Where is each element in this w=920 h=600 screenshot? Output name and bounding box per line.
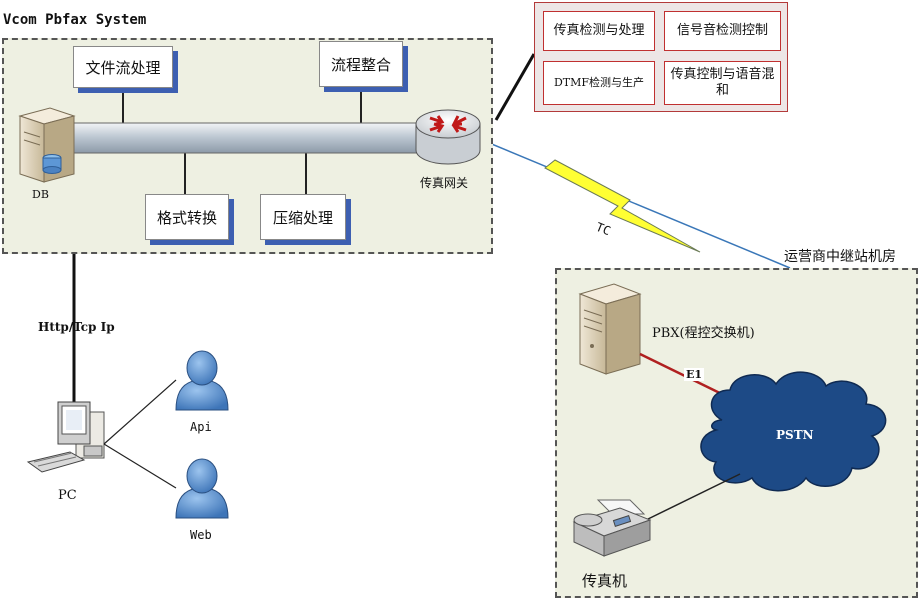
gateway-label: 传真网关 [420, 176, 469, 190]
pc-api-link [103, 379, 177, 445]
http-tcp-label: Http/Tcp Ip [38, 320, 115, 334]
function-fax-detect: 传真检测与处理 [543, 11, 655, 51]
function-dtmf: DTMF检测与生产 [543, 61, 655, 105]
pc-label: PC [58, 488, 77, 503]
pc-icon [26, 401, 105, 473]
fax-machine-label: 传真机 [582, 572, 628, 590]
carrier-room-area [555, 268, 918, 598]
pbx-label: PBX(程控交换机) [652, 326, 755, 341]
function-signal-detect: 信号音检测控制 [664, 11, 781, 51]
tc-lightning-icon [544, 159, 701, 253]
api-user-label: Api [190, 420, 212, 434]
web-user-label: Web [190, 528, 212, 542]
module-format-conversion: 格式转换 [145, 194, 229, 240]
function-fax-control: 传真控制与语音混和 [664, 61, 781, 105]
system-title: Vcom Pbfax System [3, 12, 147, 28]
function-panel: 传真检测与处理 信号音检测控制 DTMF检测与生产 传真控制与语音混和 [534, 2, 788, 112]
module-process-integration: 流程整合 [319, 41, 403, 87]
pstn-label: PSTN [776, 428, 814, 442]
module-file-stream: 文件流处理 [73, 46, 173, 88]
db-label: DB [32, 188, 49, 201]
module-compression: 压缩处理 [260, 194, 346, 240]
web-user-icon [175, 458, 229, 519]
api-user-icon [175, 350, 229, 411]
gateway-carrier-link [481, 139, 791, 269]
gateway-function-link [494, 53, 536, 121]
carrier-room-title: 运营商中继站机房 [784, 249, 896, 265]
e1-label: E1 [684, 368, 705, 381]
pc-web-link [103, 443, 177, 489]
